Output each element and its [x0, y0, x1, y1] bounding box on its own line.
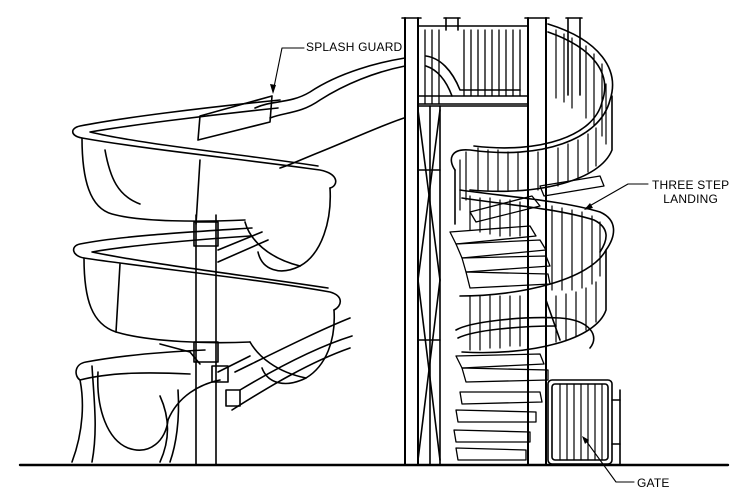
- tower-frame: [401, 17, 583, 466]
- gate-balusters: [559, 383, 603, 461]
- middle-loop-rim: [72, 227, 342, 311]
- spiral-slide: [71, 57, 406, 463]
- three-step-landing-label-line2: LANDING: [663, 192, 719, 206]
- splash-guard-label: SPLASH GUARD: [306, 40, 403, 54]
- top-platform: [417, 25, 529, 107]
- gate-leader: [583, 437, 635, 483]
- splash-guard-panel: [197, 95, 273, 141]
- splash-guard-leader: [272, 47, 305, 93]
- stair-upper-handrail: [450, 23, 614, 225]
- three-step-landing-label-line1: THREE STEP: [652, 178, 730, 192]
- stair-lower-handrail: [455, 316, 595, 349]
- bottom-gate: [547, 379, 621, 466]
- top-platform-railing: [424, 29, 521, 105]
- three-step-landing-label: THREE STEP LANDING: [652, 178, 729, 206]
- slide-support-column: [193, 214, 269, 466]
- stair-upper-balusters: [459, 29, 607, 211]
- three-step-landing-leader: [585, 183, 649, 209]
- lower-loop-rim: [71, 349, 206, 463]
- callout-leaders: [270, 47, 649, 483]
- gate-label: GATE: [637, 476, 670, 490]
- stair-treads: [449, 175, 605, 461]
